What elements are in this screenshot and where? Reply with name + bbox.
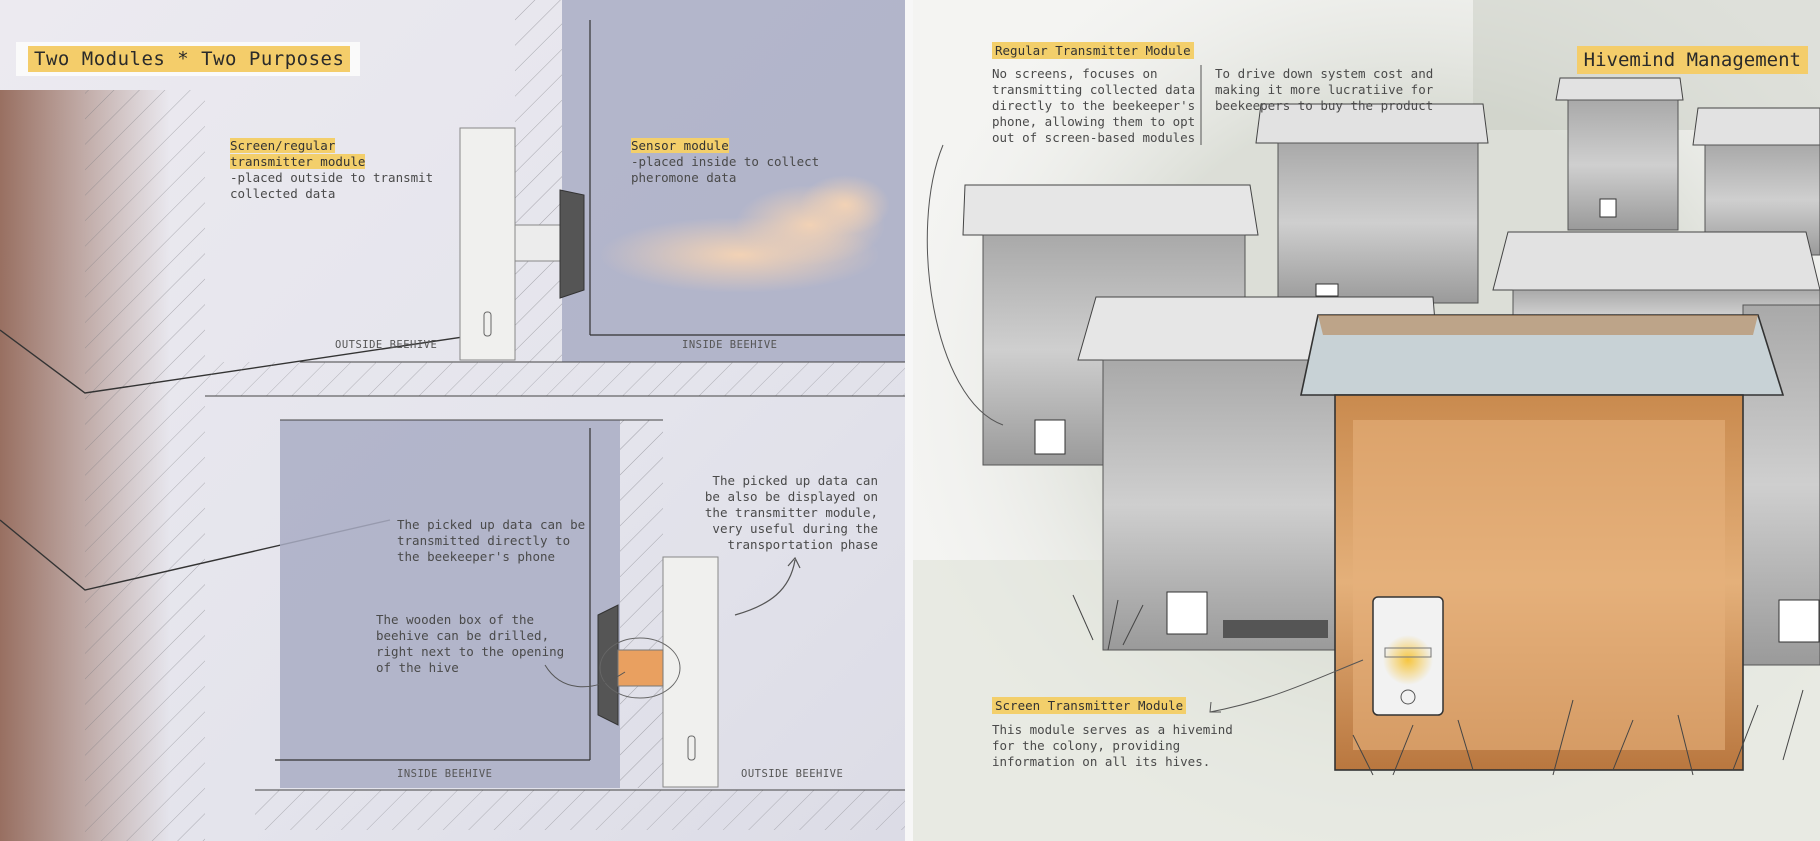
left-diagram (0, 0, 905, 841)
screen-module-title-right: Screen Transmitter Module (992, 697, 1187, 714)
sensor-module-bottom (597, 604, 619, 726)
hive-back-center (1255, 103, 1489, 304)
top-outside-label: OUTSIDE BEEHIVE (335, 339, 438, 351)
left-title-badge: Two Modules * Two Purposes (16, 42, 361, 76)
regular-module-desc: No screens, focuses on transmitting coll… (992, 66, 1196, 145)
bottom-floor-hatch (255, 790, 905, 830)
bottom-inside-area (280, 420, 620, 788)
screen-module-note: Screen/regular transmitter module -place… (230, 138, 433, 202)
display-arrow (734, 559, 796, 616)
top-wall-section (515, 0, 562, 362)
regular-transmitter-device (1034, 419, 1066, 455)
drill-highlight-circle (599, 637, 681, 699)
sensor-module-note: Sensor module -placed inside to collect … (631, 138, 819, 186)
drill-arrow (544, 664, 626, 688)
sensor-module-title: Sensor module (631, 138, 729, 153)
drill-note: The wooden box of the beehive can be dri… (376, 612, 565, 675)
cost-note: To drive down system cost and making it … (1215, 66, 1434, 113)
wall-hatching (85, 90, 205, 841)
hive-back-far-right (1555, 77, 1684, 231)
top-inside-label: INSIDE BEEHIVE (682, 339, 778, 351)
regular-module-pointer (926, 144, 1004, 426)
right-title: Hivemind Management (1576, 46, 1808, 74)
screen-module-desc: -placed outside to transmit collected da… (230, 170, 434, 201)
bottom-inside-label: INSIDE BEEHIVE (397, 768, 493, 780)
drill-hole (617, 649, 664, 687)
left-panel: Two Modules * Two Purposes Screen/regula… (0, 0, 905, 841)
regular-transmitter-device-2 (1166, 591, 1208, 635)
phone-note: The picked up data can be transmitted di… (397, 517, 586, 564)
right-panel: Regular Transmitter Module No screens, f… (913, 0, 1820, 841)
perspective-line-top (0, 329, 511, 394)
bottom-wall-section (620, 420, 663, 788)
left-title: Two Modules * Two Purposes (28, 46, 351, 72)
screen-module-title: Screen/regular transmitter module (230, 138, 366, 169)
transmitter-module-bottom (662, 556, 719, 788)
display-note: The picked up data can be also be displa… (704, 473, 878, 552)
regular-module-title: Regular Transmitter Module (992, 42, 1194, 59)
screen-module-desc-right: This module serves as a hivemind for the… (992, 722, 1233, 769)
screen-module-pointer (1209, 659, 1364, 713)
top-floor-hatch (205, 362, 905, 396)
panel-divider (905, 0, 913, 841)
hive-main-wooden (1300, 314, 1785, 771)
connector-top (514, 224, 563, 262)
sensor-module-desc: -placed inside to collect pheromone data (631, 154, 820, 185)
transmitter-module-top (459, 127, 516, 361)
bottom-outside-label: OUTSIDE BEEHIVE (741, 768, 844, 780)
grass-strokes (1072, 594, 1804, 776)
sensor-module-top (559, 189, 585, 299)
